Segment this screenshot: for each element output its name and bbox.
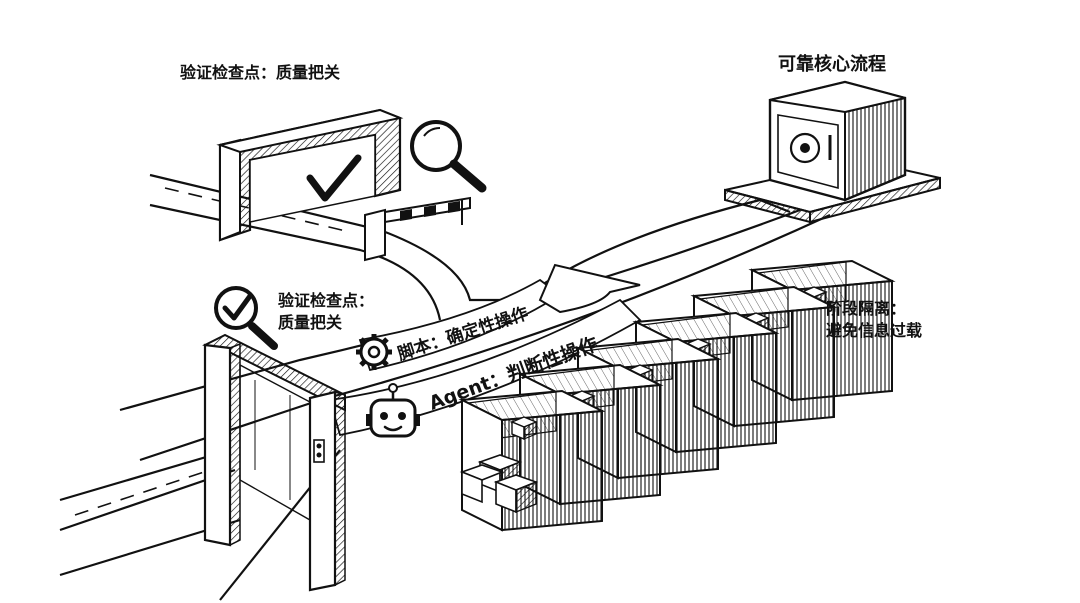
top-checkpoint-label: 验证检查点：质量把关 — [180, 63, 341, 82]
safe-icon — [724, 80, 941, 224]
magnifier-icon — [410, 120, 487, 193]
gear-icon — [356, 334, 392, 370]
barrier-arm — [364, 196, 471, 262]
robot-icon — [366, 383, 420, 438]
left-checkpoint-label: 验证检查点： 质量把关 — [278, 290, 374, 334]
branch-arrow — [538, 263, 641, 314]
core-process-label: 可靠核心流程 — [778, 54, 886, 75]
stage-isolation-label: 阶段隔离： 避免信息过载 — [826, 298, 922, 342]
box-stack — [459, 454, 539, 514]
check-magnifier-icon — [214, 286, 278, 350]
stage-isolation-label-line2: 避免信息过载 — [826, 321, 923, 340]
left-checkpoint-label-line2: 质量把关 — [278, 313, 343, 332]
left-checkpoint-label-line1: 验证检查点： — [278, 291, 375, 310]
stage-isolation-label-line1: 阶段隔离： — [826, 299, 907, 318]
top-checkpoint-gate — [216, 108, 404, 242]
checkmark-icon — [306, 154, 362, 202]
left-checkpoint-gate — [202, 333, 346, 592]
box-icon — [510, 416, 538, 441]
